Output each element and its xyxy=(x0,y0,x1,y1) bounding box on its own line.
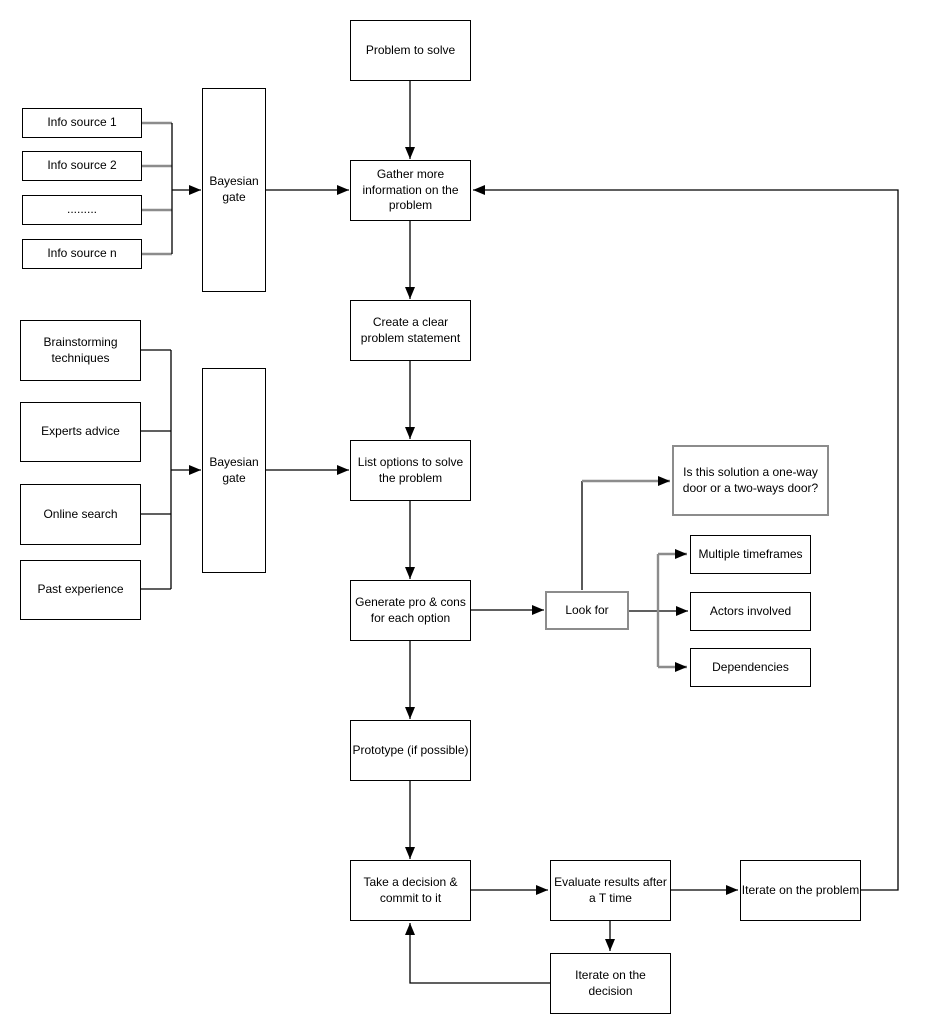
node-info-source-1: Info source 1 xyxy=(22,108,142,138)
node-info-source-dots: ......... xyxy=(22,195,142,225)
node-multiple-timeframes: Multiple timeframes xyxy=(690,535,811,574)
node-actors-involved: Actors involved xyxy=(690,592,811,631)
node-brainstorming-techniques: Brainstorming techniques xyxy=(20,320,141,381)
node-gather-more-information: Gather more information on the problem xyxy=(350,160,471,221)
node-list-options: List options to solve the problem xyxy=(350,440,471,501)
connector-iterate-problem-feedback xyxy=(473,185,899,891)
node-dependencies: Dependencies xyxy=(690,648,811,687)
connector-iterate-decision-to-decision xyxy=(405,923,550,984)
node-iterate-problem: Iterate on the problem xyxy=(740,860,861,921)
node-look-for: Look for xyxy=(545,591,629,630)
node-create-problem-statement: Create a clear problem statement xyxy=(350,300,471,361)
node-problem-to-solve: Problem to solve xyxy=(350,20,471,81)
node-generate-pro-cons: Generate pro & cons for each option xyxy=(350,580,471,641)
node-evaluate-results: Evaluate results after a T time xyxy=(550,860,671,921)
node-info-source-2: Info source 2 xyxy=(22,151,142,181)
node-experts-advice: Experts advice xyxy=(20,402,141,462)
node-info-source-n: Info source n xyxy=(22,239,142,269)
node-one-way-door-question: Is this solution a one-way door or a two… xyxy=(672,445,829,516)
node-online-search: Online search xyxy=(20,484,141,545)
node-bayesian-gate-2: Bayesian gate xyxy=(202,368,266,573)
node-prototype: Prototype (if possible) xyxy=(350,720,471,781)
node-bayesian-gate-1: Bayesian gate xyxy=(202,88,266,292)
node-past-experience: Past experience xyxy=(20,560,141,620)
node-take-decision: Take a decision & commit to it xyxy=(350,860,471,921)
node-iterate-decision: Iterate on the decision xyxy=(550,953,671,1014)
